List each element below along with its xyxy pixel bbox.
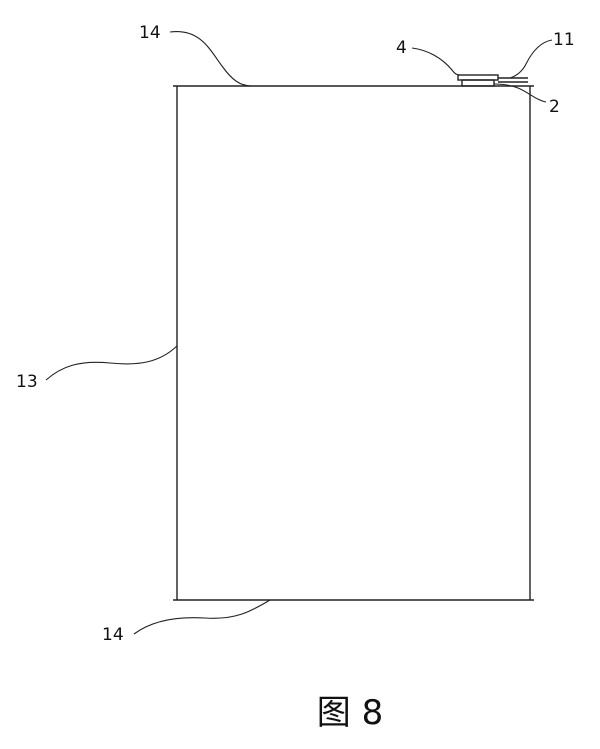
ref-label-14-bottom: 14 [102, 625, 124, 645]
ref-label-13: 13 [16, 372, 38, 392]
component-2-base [461, 79, 495, 87]
leader-14-bottom [133, 599, 271, 635]
figure-caption: 图 8 [317, 693, 383, 733]
leader-14-top [169, 31, 253, 87]
leader-2 [493, 83, 547, 103]
leader-4 [411, 47, 461, 76]
component-4-cap [457, 74, 499, 81]
leader-11 [509, 39, 553, 79]
ref-label-4: 4 [396, 38, 407, 58]
leader-13 [45, 345, 178, 381]
ref-label-14-top: 14 [139, 23, 161, 43]
panel-body [176, 86, 531, 600]
top-component [457, 74, 528, 87]
ref-label-2: 2 [549, 97, 560, 117]
ref-label-11: 11 [553, 30, 575, 50]
